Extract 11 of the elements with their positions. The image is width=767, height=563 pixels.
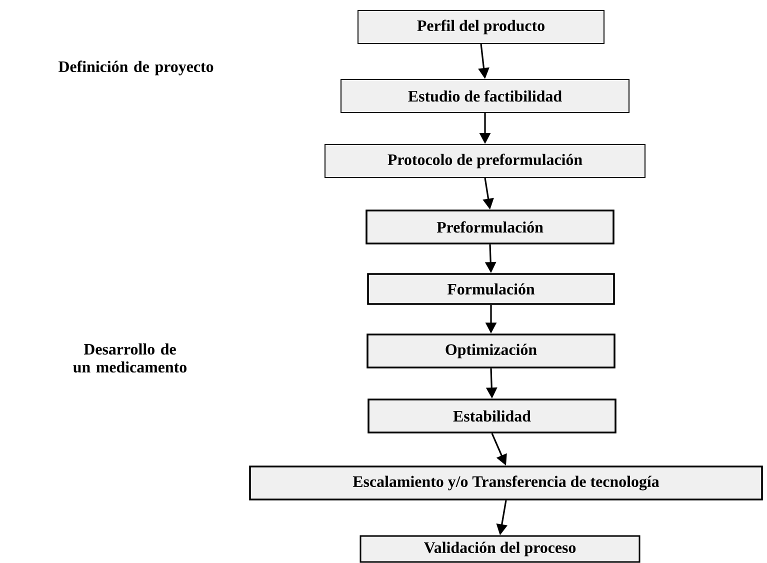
side-label: Desarrollo de un medicamento xyxy=(73,343,186,373)
process-box: Formulación xyxy=(367,273,615,305)
process-box: Estudio de factibilidad xyxy=(340,79,630,113)
process-box: Escalamiento y/o Transferencia de tecnología xyxy=(249,466,763,500)
process-box: Protocolo de preformulación xyxy=(324,144,646,178)
process-box: Optimización xyxy=(366,334,616,368)
side-label: Definición de proyecto xyxy=(58,60,214,76)
process-box: Validación del proceso xyxy=(360,535,640,563)
process-box: Estabilidad xyxy=(368,398,616,434)
process-box: Perfil del producto xyxy=(358,10,604,44)
process-box: Preformulación xyxy=(366,210,614,244)
